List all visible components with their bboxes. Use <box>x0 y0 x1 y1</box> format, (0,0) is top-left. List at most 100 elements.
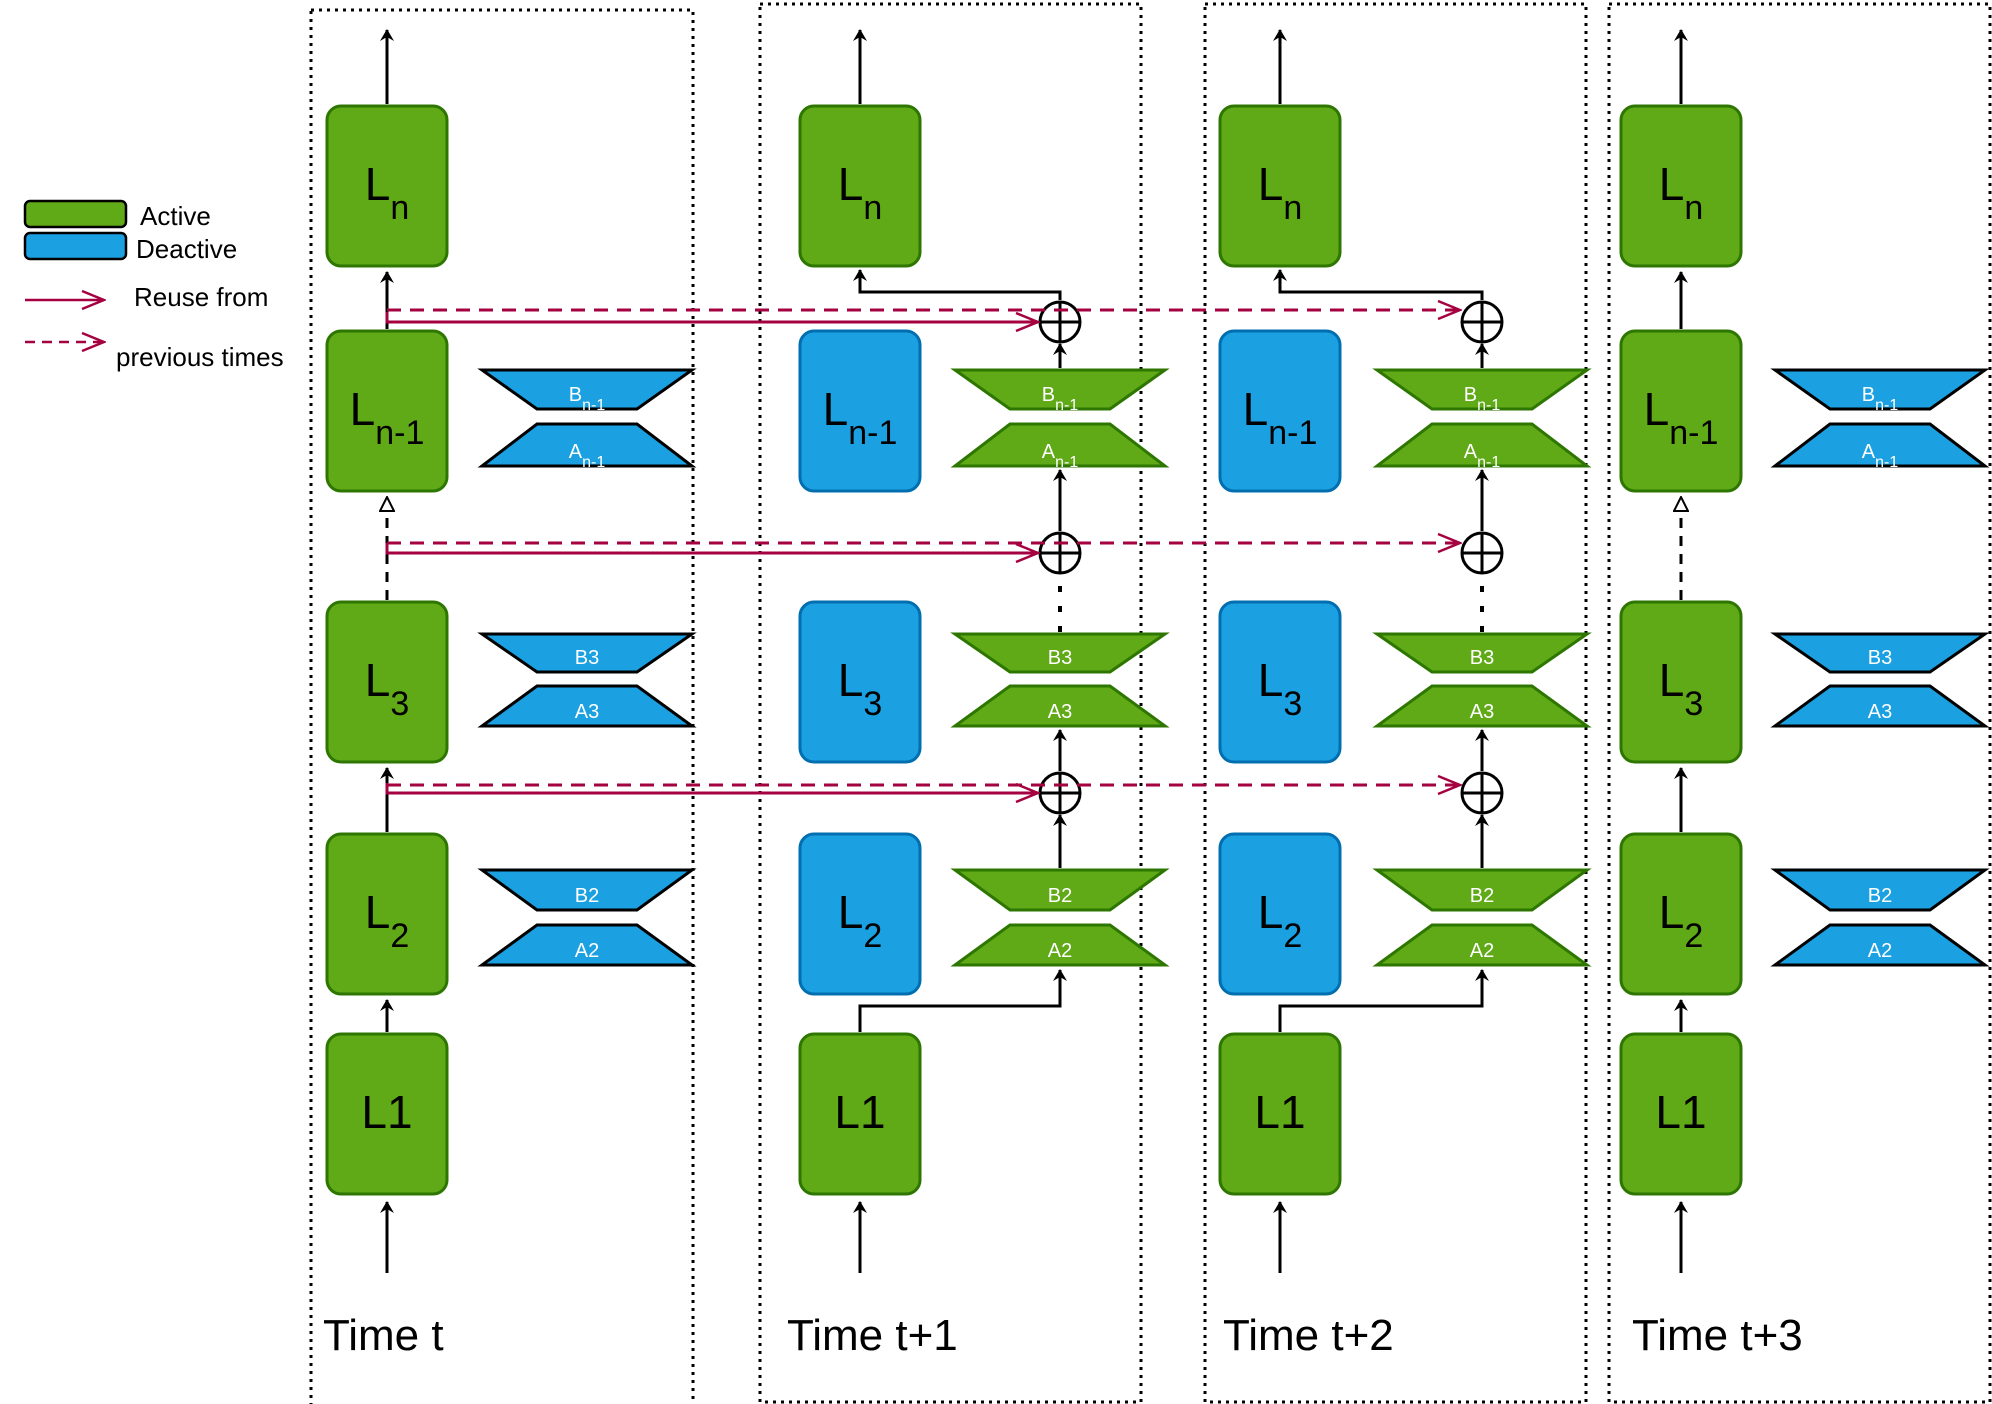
layer-label: Ln <box>1258 158 1303 227</box>
adapter-b-label: B3 <box>1048 647 1072 669</box>
panel-frame <box>309 8 695 1404</box>
sum-node <box>1038 531 1082 575</box>
legend-deactive-swatch <box>23 231 128 261</box>
layer-label-base: L <box>365 654 391 706</box>
adapter-b-label: B2 <box>575 885 599 907</box>
adapter-a-label: A3 <box>575 701 599 723</box>
layer-label: Ln <box>838 158 883 227</box>
layer-label-base: L <box>1659 654 1685 706</box>
adapter-a-label: A2 <box>575 940 599 962</box>
adapter-a-label: An-1 <box>1464 441 1501 471</box>
adapter-a-label: A2 <box>1470 940 1494 962</box>
layer-label-base: L1 <box>1254 1086 1305 1138</box>
adapter-b-label: B2 <box>1470 885 1494 907</box>
adapter-a-label-base: A2 <box>1470 940 1494 962</box>
adapter-b-trapezoid <box>950 868 1170 912</box>
layer-label-base: L <box>1243 383 1269 435</box>
adapter-a-trapezoid <box>950 923 1170 967</box>
adapter-a-trapezoid <box>477 684 697 728</box>
adapter-pair: Bn-1An-1 <box>477 368 697 471</box>
layer-label-base: L <box>365 158 391 210</box>
layer-block: Ln-1 <box>325 329 449 493</box>
layer-label: L1 <box>834 1086 885 1138</box>
adapter-a-trapezoid <box>1770 684 1990 728</box>
sum-node <box>1038 300 1082 344</box>
adapter-b-trapezoid <box>1770 368 1990 411</box>
deactive-layer-box <box>1218 832 1342 996</box>
active-layer-box <box>1218 1032 1342 1196</box>
layer-label-base: L <box>1258 886 1284 938</box>
adapter-b-label-subscript: n-1 <box>582 397 605 414</box>
adapter-a-label-base: A2 <box>1048 940 1072 962</box>
legend-deactive-label: Deactive <box>136 234 237 264</box>
layer-block: L1 <box>1218 1032 1342 1196</box>
adapter-b-trapezoid <box>477 868 697 912</box>
active-layer-box <box>1619 1032 1743 1196</box>
adapter-a-label: An-1 <box>569 441 606 471</box>
legend-active-label: Active <box>140 201 211 231</box>
reuse-arrows <box>385 310 1460 793</box>
layer-label: L2 <box>1659 886 1704 955</box>
adapter-b-label: B3 <box>1868 647 1892 669</box>
adapter-b-trapezoid <box>950 632 1170 674</box>
sum-to-output-layer-arrow <box>853 269 1062 300</box>
active-layer-box <box>1619 104 1743 268</box>
layer-label: Ln-1 <box>350 383 425 452</box>
adapter-b-label-base: B3 <box>1048 647 1072 669</box>
adapter-b-label-base: B2 <box>1868 885 1892 907</box>
layer-block: Ln-1 <box>1218 329 1342 493</box>
adapter-pair: Bn-1An-1 <box>1372 368 1592 471</box>
l1-to-adapter-arrow <box>1278 969 1489 1032</box>
layer-label-base: L <box>1659 886 1685 938</box>
layer-block: L2 <box>1218 832 1342 996</box>
adapter-b-label-base: B <box>1464 384 1477 406</box>
active-layer-box <box>1619 329 1743 493</box>
layer-label-base: L <box>838 886 864 938</box>
panel-frame <box>1203 2 1588 1404</box>
adapter-b-label-base: B2 <box>575 885 599 907</box>
layer-label-base: L <box>365 886 391 938</box>
adapter-a-label-base: A2 <box>1868 940 1892 962</box>
layer-label: L2 <box>1258 886 1303 955</box>
reuse-solid-arrow <box>385 543 1038 553</box>
active-layer-box <box>325 329 449 493</box>
reuse-solid-arrow <box>385 312 1038 322</box>
layer-label-subscript: n-1 <box>1669 414 1718 452</box>
layer-label-subscript: n-1 <box>848 414 897 452</box>
layer-label-base: L <box>838 654 864 706</box>
adapter-b-trapezoid <box>1372 868 1592 912</box>
adapter-b-trapezoid <box>1372 632 1592 674</box>
adapter-a-trapezoid <box>477 422 697 468</box>
deactive-layer-box <box>798 832 922 996</box>
layer-block: L3 <box>1218 600 1342 764</box>
layer-label-subscript: n-1 <box>375 414 424 452</box>
layer-label: L3 <box>1258 654 1303 723</box>
sum-node <box>1460 531 1504 575</box>
adapter-a-label-base: A <box>1464 441 1478 463</box>
adapter-a-label-base: A3 <box>1470 701 1494 723</box>
layer-block: L3 <box>325 600 449 764</box>
adapter-a-label-base: A3 <box>1868 701 1892 723</box>
layer-label-subscript: 2 <box>863 917 882 955</box>
deactive-layer-box <box>798 329 922 493</box>
adapter-a-label: A3 <box>1868 701 1892 723</box>
time-label: Time t+3 <box>1632 1311 1803 1360</box>
layer-block: Ln <box>1218 104 1342 268</box>
layer-label-base: L <box>838 158 864 210</box>
layer-label-subscript: 3 <box>1283 685 1302 723</box>
adapter-a-label-base: A3 <box>1048 701 1072 723</box>
adapter-b-label: Bn-1 <box>569 384 606 414</box>
adapter-a-label-base: A3 <box>575 701 599 723</box>
adapter-b-label-base: B3 <box>1470 647 1494 669</box>
reuse-arrow-group <box>385 783 1460 793</box>
layer-label-subscript: n <box>863 189 882 227</box>
layer-label-base: L <box>1258 654 1284 706</box>
sum-node <box>1460 300 1504 344</box>
adapter-b-label-subscript: n-1 <box>1477 397 1500 414</box>
time-label: Time t+2 <box>1223 1311 1394 1360</box>
